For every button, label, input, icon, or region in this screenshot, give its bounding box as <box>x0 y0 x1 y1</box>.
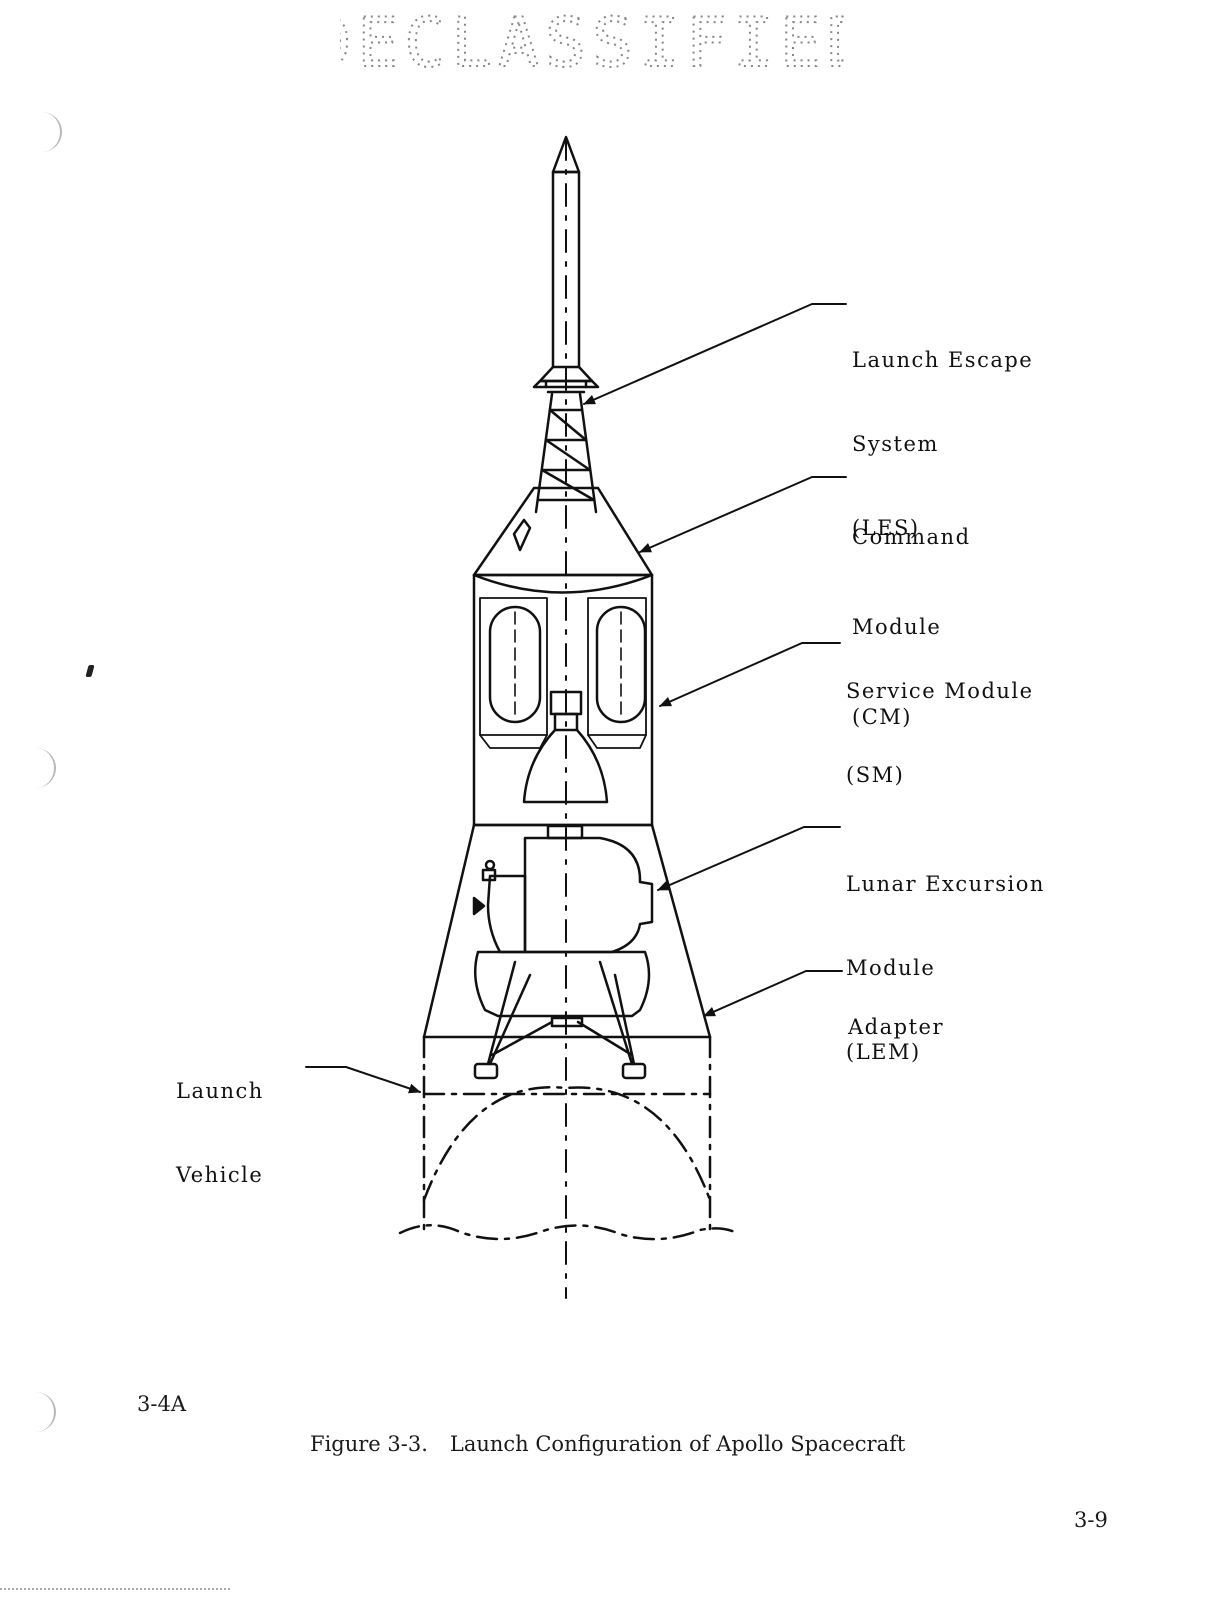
cm-leader <box>639 476 847 553</box>
label-line: (LEM) <box>846 1040 921 1064</box>
page-id: 3-4A <box>137 1392 186 1416</box>
label-line: Launch <box>176 1079 264 1103</box>
footer-scan-line <box>0 1588 230 1590</box>
label-line: Adapter <box>848 1015 944 1039</box>
label-line: Launch Escape <box>852 348 1034 372</box>
label-line: (CM) <box>852 705 912 729</box>
punch-hole <box>30 748 56 788</box>
punch-hole <box>30 1392 56 1432</box>
lunar-excursion-module <box>472 824 654 1080</box>
page-number: 3-9 <box>1074 1508 1108 1532</box>
les-rocket <box>532 135 600 394</box>
label-line: Lunar Excursion <box>846 872 1045 896</box>
command-module <box>472 486 654 594</box>
figure-caption: Figure 3-3. Launch Configuration of Apoll… <box>310 1432 905 1456</box>
label-line: System <box>852 432 939 456</box>
label-line: Module <box>852 615 942 639</box>
label-line: Command <box>852 525 971 549</box>
lem-leader <box>657 826 841 891</box>
label-les: Launch Escape System (LES) <box>852 290 1033 570</box>
punch-hole <box>36 112 62 152</box>
lv-leader <box>305 1066 421 1094</box>
les-leader <box>583 303 847 405</box>
label-line: Vehicle <box>176 1163 264 1187</box>
figure-number: Figure 3-3. <box>310 1432 428 1456</box>
launch-vehicle <box>398 1035 737 1241</box>
label-sm: Service Module (SM) <box>846 621 1034 817</box>
label-launch-vehicle: Launch Vehicle <box>176 1021 264 1217</box>
declassified-stamp: DECLASSIFIED <box>309 3 868 84</box>
label-line: (SM) <box>846 763 905 787</box>
service-module <box>472 573 654 827</box>
label-line: (LES) <box>852 516 920 540</box>
figure-title: Launch Configuration of Apollo Spacecraf… <box>449 1432 906 1456</box>
sm-leader <box>659 642 841 707</box>
label-cm: Command Module (CM) <box>852 462 971 762</box>
label-lem: Lunar Excursion Module (LEM) <box>846 814 1045 1094</box>
stamp-text: DECLASSIFIED <box>340 8 845 78</box>
adapter-leader <box>703 970 843 1017</box>
label-adapter: Adapter <box>848 957 944 1069</box>
label-line: Service Module <box>846 679 1034 703</box>
les-tower <box>534 392 598 514</box>
label-line: Module <box>846 956 936 980</box>
